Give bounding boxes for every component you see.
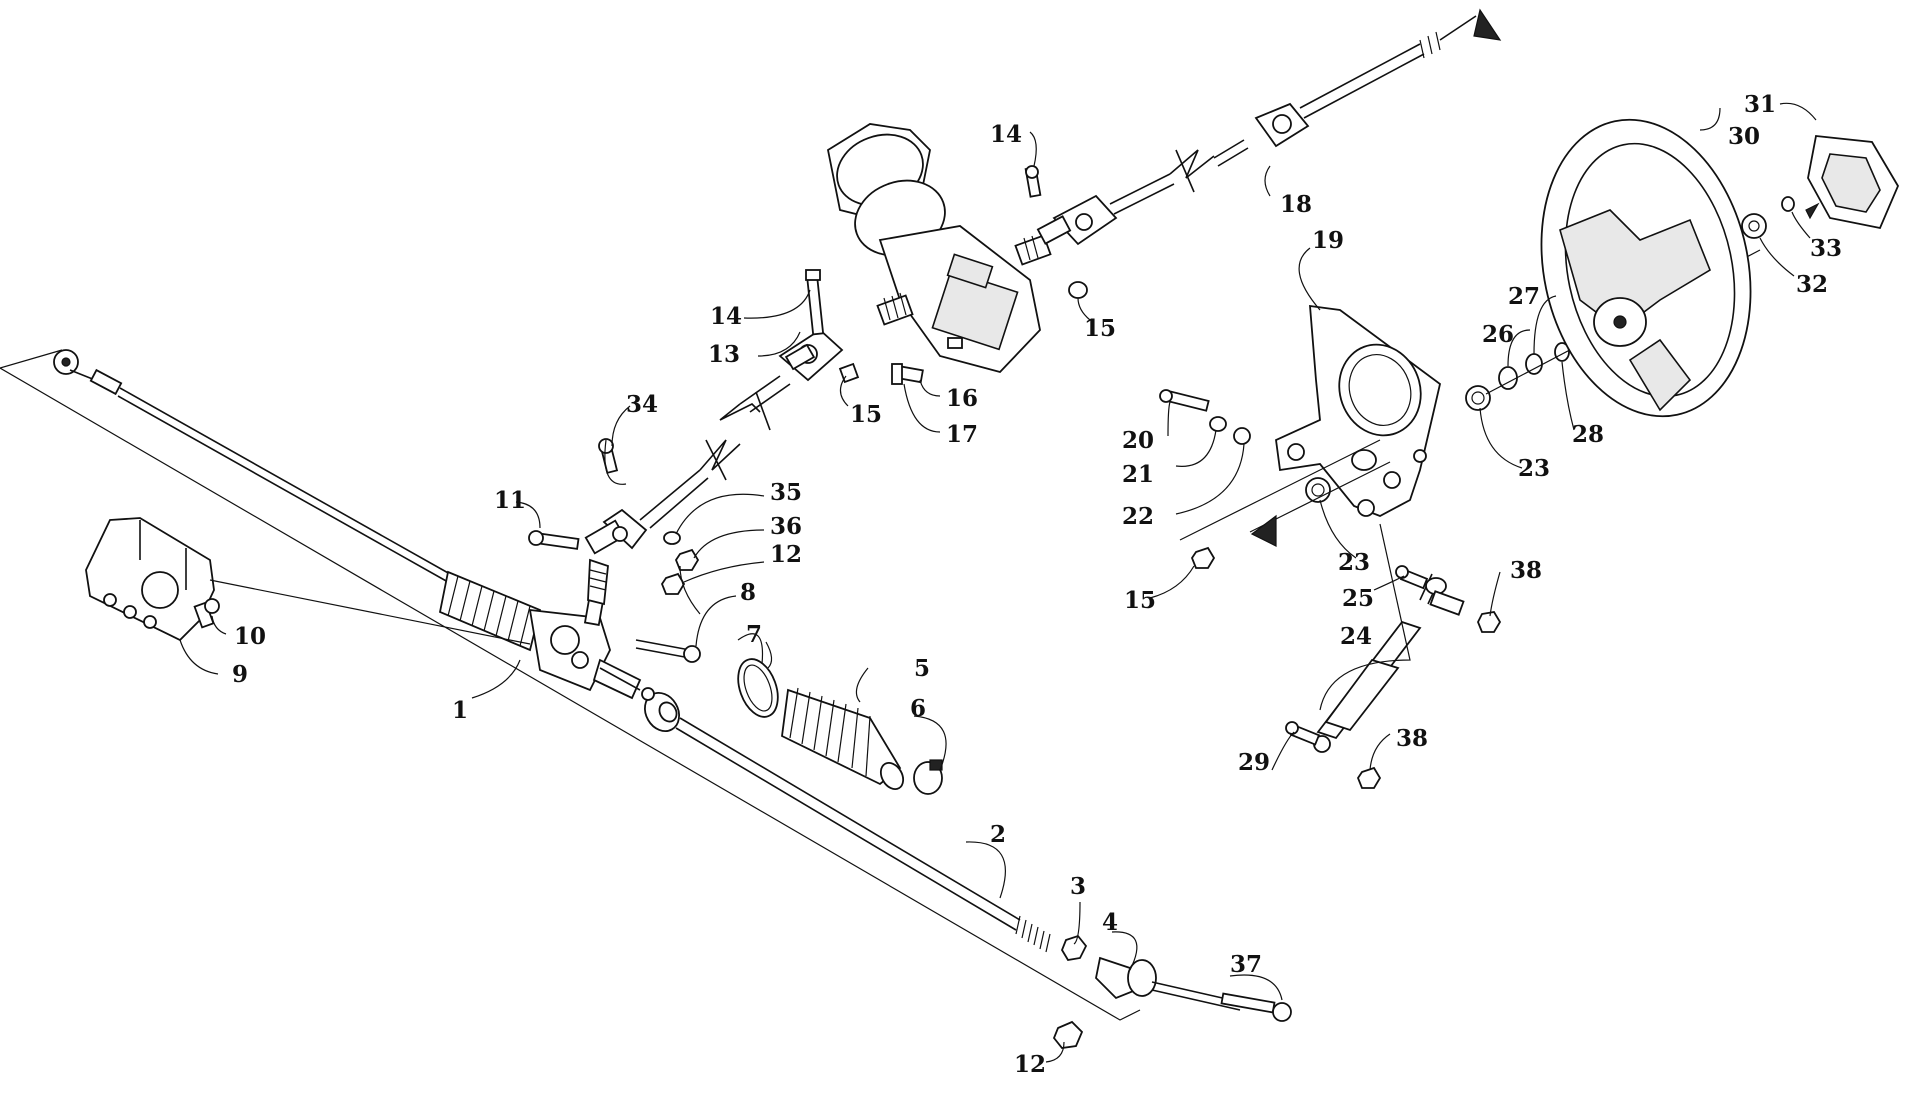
- callout-27: 27: [1508, 283, 1540, 310]
- top-u-joint: [1254, 8, 1502, 148]
- callout-12-upper: 12: [770, 541, 802, 568]
- callout-23-lower: 23: [1338, 549, 1370, 576]
- column-bushing-lower: [1305, 477, 1331, 503]
- callout-11: 11: [494, 487, 526, 514]
- upper-shaft-nut: [1068, 281, 1088, 299]
- rack-boot: [781, 687, 905, 791]
- callout-13: 13: [708, 341, 740, 368]
- callout-15-shaft: 15: [1084, 315, 1116, 342]
- tie-rod-thread: [1015, 915, 1051, 953]
- callout-15-eps: 15: [850, 401, 882, 428]
- steering-support-bracket: [1275, 304, 1442, 517]
- callout-7: 7: [746, 621, 762, 648]
- callout-33: 33: [1810, 235, 1842, 262]
- washer-27: [1525, 353, 1543, 375]
- callout-25: 25: [1342, 585, 1374, 612]
- callout-34: 34: [626, 391, 658, 418]
- small-washer: [663, 531, 681, 545]
- eps-unit: [826, 123, 1052, 374]
- callout-14-lower: 14: [710, 303, 742, 330]
- callout-24: 24: [1340, 623, 1372, 650]
- callout-22: 22: [1122, 503, 1154, 530]
- clamp-ring: [737, 658, 779, 718]
- callout-labels: 1 2 3 4 5 6 7 8 9 10 11 12 12 13 14 14 1…: [232, 91, 1842, 1078]
- pivot-spacer: [1209, 416, 1227, 432]
- callout-38-upper: 38: [1510, 557, 1542, 584]
- tie-rod-end-bolt: [1220, 992, 1292, 1022]
- steering-wheel-cap: [1807, 135, 1900, 230]
- callout-35: 35: [770, 479, 802, 506]
- tie-rod-right: [675, 717, 1051, 953]
- yoke-pinch-bolt: [598, 438, 619, 474]
- strut-upper-bolt: [1395, 565, 1429, 590]
- boot-clamp: [913, 759, 943, 795]
- callout-12-lower: 12: [1014, 1051, 1046, 1078]
- leader-lines: [179, 102, 1817, 1063]
- jam-nut: [1060, 934, 1088, 961]
- upper-shaft-u-joint: [1036, 139, 1249, 246]
- upper-yoke-bolt: [805, 269, 825, 336]
- callout-2: 2: [990, 821, 1006, 848]
- callout-15-bracket: 15: [1124, 587, 1156, 614]
- rack-mount-bracket: [85, 517, 215, 642]
- pivot-axis-line: [1179, 439, 1391, 547]
- bracket-pivot-bolt: [1159, 389, 1210, 412]
- tilt-gas-strut: [1313, 573, 1465, 753]
- pivot-bushing: [1233, 427, 1251, 445]
- callout-8: 8: [740, 579, 756, 606]
- callout-18: 18: [1280, 191, 1312, 218]
- callout-37: 37: [1230, 951, 1262, 978]
- callout-31: 31: [1744, 91, 1776, 118]
- callout-16: 16: [946, 385, 978, 412]
- callout-17: 17: [946, 421, 978, 448]
- upper-u-joint: [719, 328, 844, 431]
- wheel-nut: [1741, 213, 1767, 239]
- lower-intermediate-shaft: [584, 439, 741, 606]
- callout-6: 6: [910, 695, 926, 722]
- callout-29: 29: [1238, 749, 1270, 776]
- callout-32: 32: [1796, 271, 1828, 298]
- rack-bellows-left: [438, 570, 542, 652]
- strut-lower-nut: [1356, 766, 1382, 789]
- callout-23-upper: 23: [1518, 455, 1550, 482]
- bracket-bolt: [193, 598, 220, 629]
- callout-10: 10: [234, 623, 266, 650]
- bracket-to-rack-line: [209, 579, 531, 645]
- lower-yoke-bolt: [528, 530, 580, 550]
- callout-21: 21: [1122, 461, 1154, 488]
- lower-nut: [1052, 1020, 1084, 1049]
- callout-30: 30: [1728, 123, 1760, 150]
- callout-38-lower: 38: [1396, 725, 1428, 752]
- callout-14-upper: 14: [990, 121, 1022, 148]
- column-bushing-upper: [1465, 385, 1491, 411]
- rack-group-bracket: [0, 349, 1141, 1021]
- upper-yoke-nut: [838, 362, 860, 384]
- callout-26: 26: [1482, 321, 1514, 348]
- steering-wheel: [1540, 118, 1752, 418]
- callout-5: 5: [914, 655, 930, 682]
- callout-36: 36: [770, 513, 802, 540]
- rack-bolt-long: [635, 639, 701, 663]
- wheel-washer: [1781, 196, 1820, 220]
- strut-upper-nut: [1477, 611, 1502, 633]
- callout-9: 9: [232, 661, 248, 688]
- tie-rod-left: [53, 349, 451, 583]
- callout-1: 1: [452, 697, 468, 724]
- callout-19: 19: [1312, 227, 1344, 254]
- strut-lower-bolt: [1285, 721, 1321, 746]
- eps-mount-bolt: [891, 363, 924, 385]
- callout-20: 20: [1122, 427, 1154, 454]
- callout-28: 28: [1572, 421, 1604, 448]
- pivot-nut: [1190, 546, 1216, 569]
- steering-rack: [438, 570, 680, 732]
- small-nut-12: [660, 572, 686, 595]
- callout-4: 4: [1102, 909, 1118, 936]
- upper-shaft-bolt: [1024, 165, 1042, 198]
- callout-3: 3: [1070, 873, 1086, 900]
- small-nut-36: [674, 548, 700, 571]
- tie-rod-end: [1095, 956, 1241, 1011]
